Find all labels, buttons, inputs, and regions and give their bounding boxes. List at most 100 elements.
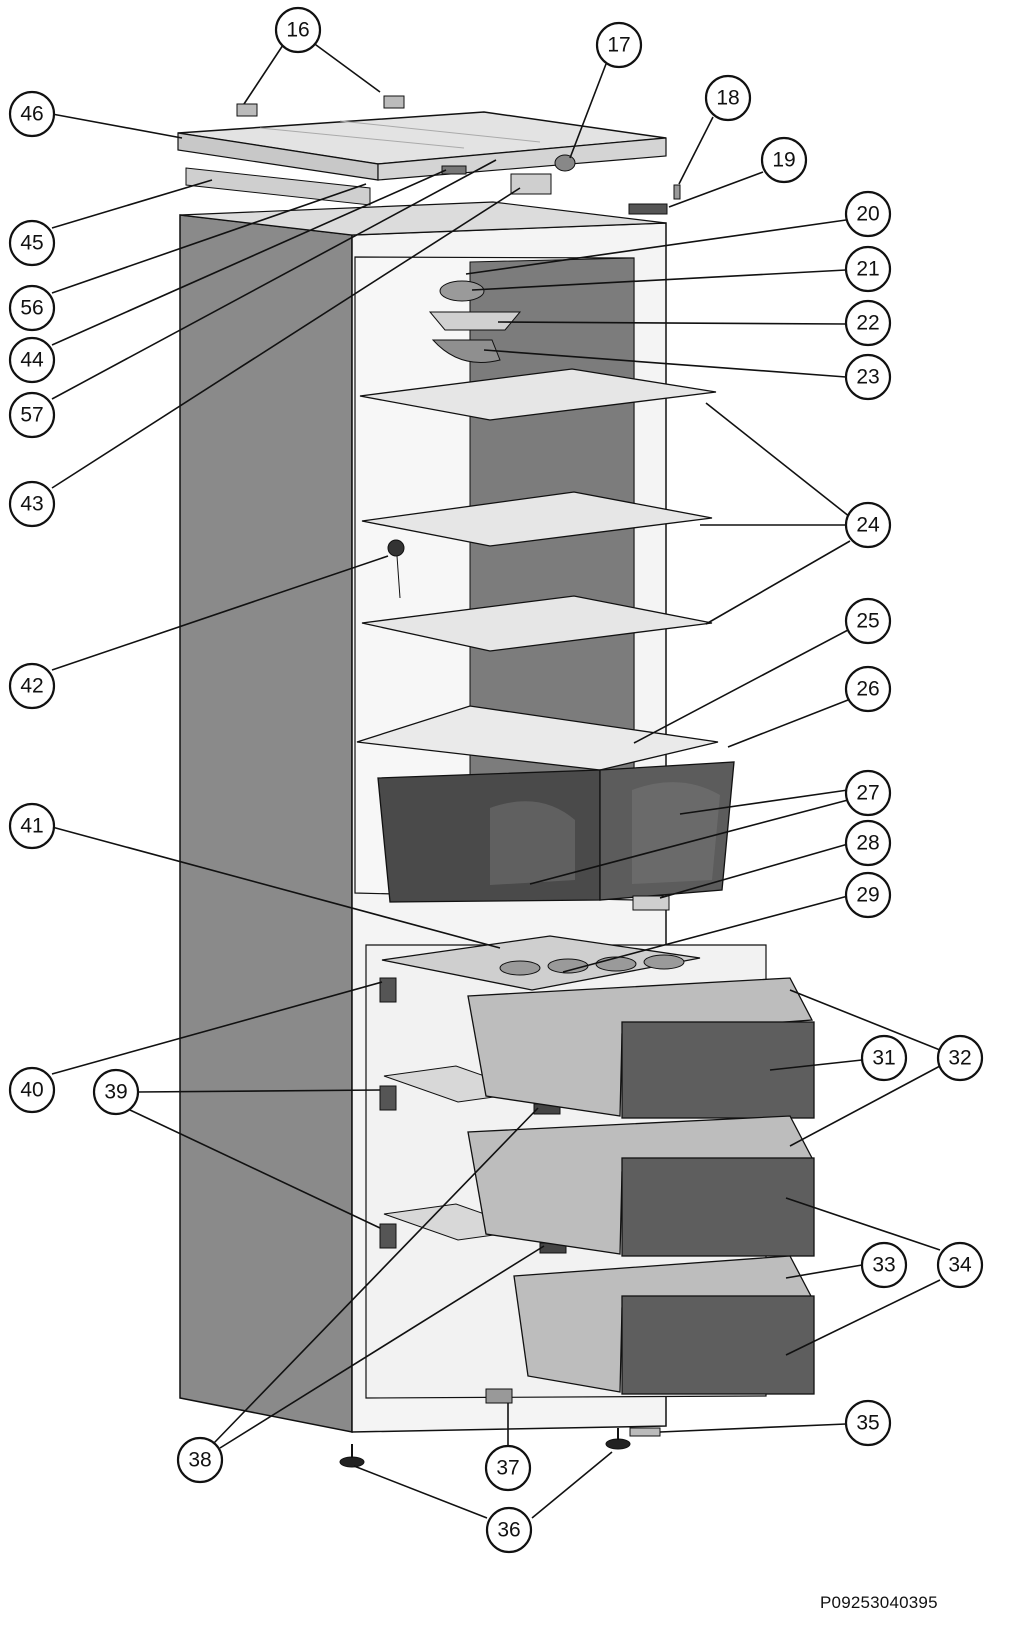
svg-text:29: 29 (856, 884, 879, 907)
callout-21: 21 (844, 245, 892, 293)
callout-18: 18 (704, 74, 752, 122)
callout-24: 24 (844, 501, 892, 549)
hinge-clip-right (383, 95, 405, 109)
callout-38: 38 (176, 1436, 224, 1484)
callout-17: 17 (595, 21, 643, 69)
glass-shelf-3 (361, 595, 713, 652)
shelf-bracket-2 (379, 1085, 397, 1111)
svg-text:56: 56 (20, 297, 43, 320)
callout-32: 32 (936, 1034, 984, 1082)
callout-29: 29 (844, 871, 892, 919)
svg-text:42: 42 (20, 675, 43, 698)
control-box (510, 173, 552, 195)
callout-57: 57 (8, 391, 56, 439)
callout-23: 23 (844, 353, 892, 401)
svg-text:16: 16 (286, 19, 309, 42)
callout-16: 16 (274, 6, 322, 54)
svg-text:33: 33 (872, 1254, 895, 1277)
svg-text:23: 23 (856, 366, 879, 389)
callout-56: 56 (8, 284, 56, 332)
svg-text:39: 39 (104, 1081, 127, 1104)
fridge-compartment (354, 256, 735, 911)
callout-22: 22 (844, 299, 892, 347)
svg-text:31: 31 (872, 1047, 895, 1070)
callout-33: 33 (860, 1241, 908, 1289)
top-cover (177, 95, 681, 215)
glass-shelf-2 (361, 491, 713, 547)
svg-text:25: 25 (856, 610, 879, 633)
svg-text:41: 41 (20, 815, 43, 838)
svg-text:44: 44 (20, 349, 44, 372)
svg-text:22: 22 (856, 312, 879, 335)
svg-text:46: 46 (20, 103, 43, 126)
callout-40: 40 (8, 1066, 56, 1114)
svg-text:27: 27 (856, 782, 879, 805)
document-code: P09253040395 (820, 1593, 938, 1612)
svg-text:34: 34 (948, 1254, 972, 1277)
callout-28: 28 (844, 819, 892, 867)
foot-left (339, 1456, 365, 1468)
callout-39: 39 (92, 1068, 140, 1116)
callout-34: 34 (936, 1241, 984, 1289)
callout-42: 42 (8, 662, 56, 710)
svg-text:21: 21 (856, 258, 879, 281)
lamp-housing (431, 339, 501, 363)
callout-19: 19 (760, 136, 808, 184)
lamp-holder (439, 280, 485, 302)
callout-31: 31 (860, 1034, 908, 1082)
callout-25: 25 (844, 597, 892, 645)
lamp-cover (428, 311, 522, 331)
svg-text:28: 28 (856, 832, 879, 855)
svg-text:36: 36 (497, 1519, 520, 1542)
bottom-clip (485, 1388, 513, 1404)
svg-text:20: 20 (856, 203, 879, 226)
leader-lines (51, 41, 941, 1519)
freezer-compartment (365, 935, 815, 1399)
foot-right (605, 1438, 631, 1450)
bottom-parts (339, 1388, 661, 1468)
hinge-clip-left (236, 103, 258, 117)
callout-36: 36 (485, 1506, 533, 1554)
sensor (387, 539, 405, 557)
svg-text:19: 19 (772, 149, 795, 172)
freezer-drawer-1-front (621, 1021, 815, 1119)
callout-26: 26 (844, 665, 892, 713)
callout-43: 43 (8, 480, 56, 528)
callout-37: 37 (484, 1444, 532, 1492)
switch-part (441, 165, 467, 175)
crisper-cover-glass (356, 705, 719, 771)
svg-text:57: 57 (20, 404, 43, 427)
shelf-bracket-1 (379, 977, 397, 1003)
svg-text:40: 40 (20, 1079, 43, 1102)
foot-bracket (629, 1427, 661, 1437)
svg-text:38: 38 (188, 1449, 211, 1472)
svg-text:43: 43 (20, 493, 43, 516)
svg-text:17: 17 (607, 34, 630, 57)
thermostat-knob (554, 154, 576, 172)
callout-45: 45 (8, 219, 56, 267)
callout-41: 41 (8, 802, 56, 850)
cabinet-top-edge (179, 201, 667, 236)
callout-44: 44 (8, 336, 56, 384)
callout-20: 20 (844, 190, 892, 238)
svg-text:37: 37 (496, 1457, 519, 1480)
slide-bracket (632, 895, 670, 911)
callout-46: 46 (8, 90, 56, 138)
callouts: 16 17 18 19 20 21 22 23 24 25 26 27 28 2… (8, 6, 984, 1554)
callout-35: 35 (844, 1399, 892, 1447)
screw (673, 184, 681, 200)
shelf-bracket-3 (379, 1223, 397, 1249)
freezer-top-shelf (381, 935, 701, 991)
hinge-plate (628, 203, 668, 215)
svg-text:18: 18 (716, 87, 739, 110)
cabinet-side-panel (179, 214, 353, 1433)
callout-27: 27 (844, 769, 892, 817)
glass-shelf-1 (359, 368, 717, 421)
freezer-drawer-2-front (621, 1157, 815, 1257)
svg-text:45: 45 (20, 232, 43, 255)
freezer-drawer-3-front (621, 1295, 815, 1395)
svg-text:26: 26 (856, 678, 879, 701)
svg-text:24: 24 (856, 514, 880, 537)
svg-text:35: 35 (856, 1412, 879, 1435)
